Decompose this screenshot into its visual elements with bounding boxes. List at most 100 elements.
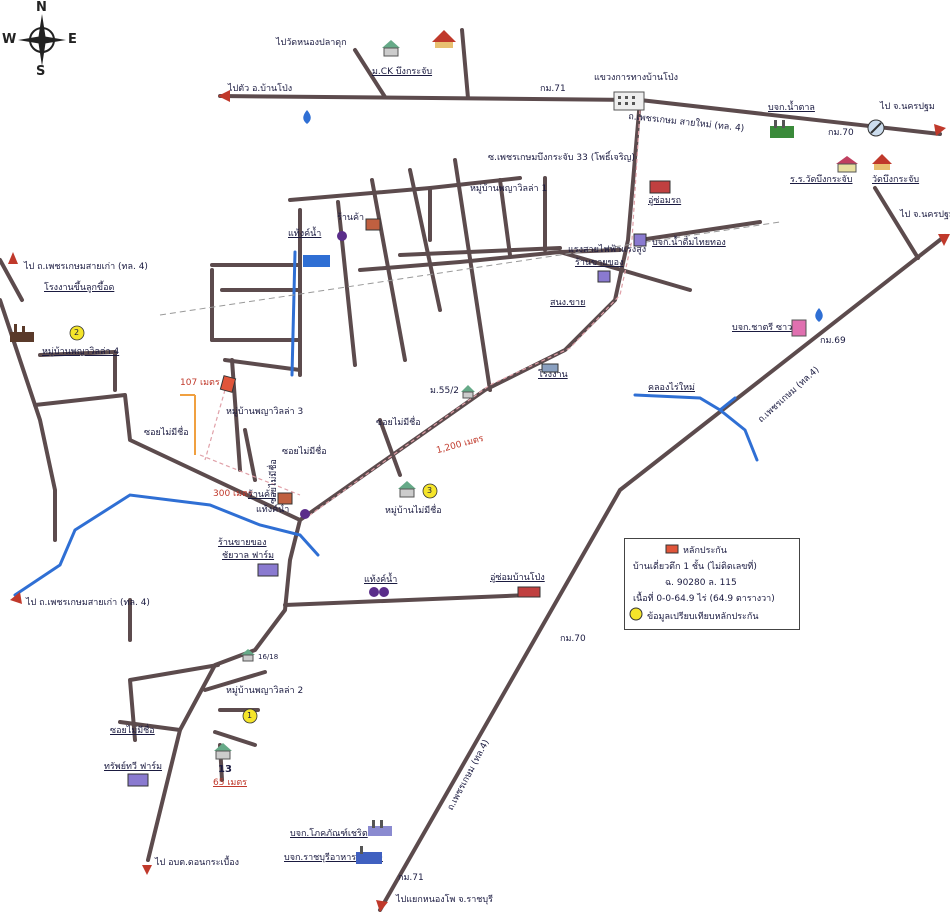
house-icon bbox=[382, 40, 400, 57]
compass-icon bbox=[18, 14, 66, 66]
label-km69: กม.69 bbox=[820, 336, 846, 346]
label-dist107: 107 เมตร bbox=[180, 378, 220, 388]
pond bbox=[303, 255, 330, 267]
farm-icon bbox=[257, 563, 279, 577]
label-factory-mill: โรงงานขึ้นลูกขึ้อด bbox=[44, 283, 115, 293]
label-chao-mall: บจก.ชาตรี ซาวด์ bbox=[732, 323, 799, 333]
temple-icon-2 bbox=[872, 154, 892, 170]
label-village-villa2: หมู่บ้านพญาวิลล่า 2 bbox=[226, 686, 304, 696]
label-water-tank-mid: แท้งค์น้ำ bbox=[256, 505, 290, 515]
subject-property bbox=[219, 375, 237, 393]
highway-diagonal bbox=[378, 234, 947, 912]
label-one-three: 13 bbox=[218, 764, 232, 775]
label-highway-district: แขวงการทางบ้านโป่ง bbox=[594, 73, 678, 83]
label-cpf: บจก.ราชบุรีอาหาร (CPF) bbox=[284, 853, 383, 863]
factory-icon-2 bbox=[10, 324, 34, 342]
label-dist300: 300 เมตร bbox=[213, 489, 253, 499]
house-icon-2 bbox=[461, 385, 475, 399]
label-to-nakhon-2: ไป จ.นครปฐม bbox=[900, 210, 950, 220]
label-ck-village: ม.CK บึงกระจับ bbox=[372, 67, 433, 77]
label-farm-low: ทรัพย์ทวี ฟาร์ม bbox=[104, 762, 163, 772]
label-to-ban-pong: ไปตัว อ.บ้านโป่ง bbox=[228, 84, 293, 94]
label-factory: โรงงาน bbox=[538, 370, 568, 380]
label-cp-food: บจก.โภคภัณฑ์เชริต bbox=[290, 829, 368, 839]
shop-icon-3 bbox=[365, 218, 381, 231]
label-km71: กม.71 bbox=[540, 84, 566, 94]
label-soi4: ซอยไม่มีชื่อ bbox=[282, 447, 327, 457]
factory-icon-5 bbox=[356, 846, 382, 864]
label-school: ร.ร.วัดบึงกระจับ bbox=[790, 175, 853, 185]
road-wat-nong bbox=[460, 28, 470, 100]
farm-icon-2 bbox=[127, 773, 149, 787]
map-legend: หลักประกัน บ้านเดี่ยวตึก 1 ชั้น (ไม่ติดเ… bbox=[624, 538, 800, 630]
label-km70-low: กม.70 bbox=[560, 634, 586, 644]
marker-legend-icon bbox=[629, 607, 643, 621]
label-farm-name: ชัยวาล ฟาร์ม bbox=[222, 551, 275, 561]
logo-icon bbox=[867, 119, 885, 137]
building-icon bbox=[613, 91, 645, 111]
label-village-villa3: หมู่บ้านพญาวิลล่า 3 bbox=[226, 407, 304, 417]
label-to-phetkasem-old: ไป ถ.เพชรเกษมสายเก่า (ทล. 4) bbox=[24, 262, 148, 272]
label-wat: วัดบึงกระจับ bbox=[872, 175, 920, 185]
legend-l2: บ้านเดี่ยวตึก 1 ชั้น (ไม่ติดเลขที่) bbox=[633, 562, 757, 572]
school-icon bbox=[836, 156, 858, 173]
label-grocery-top: บจก.น้ำดื่มไทยทอง bbox=[652, 238, 726, 248]
road-nakhon bbox=[873, 186, 920, 260]
legend-l1: หลักประกัน bbox=[683, 546, 727, 556]
legend-l3: ฉ. 90280 ล. 115 bbox=[665, 578, 737, 588]
factory-icon-3 bbox=[541, 363, 559, 373]
label-garage: อู่ซ่อมรถ bbox=[648, 196, 682, 206]
label-soi-bueng: ซ.เพชรเกษมบึงกระจับ 33 (โพธิ์เจริญ) bbox=[488, 153, 635, 163]
label-shop-mid: ร้านค้า bbox=[248, 490, 276, 500]
label-km71-low: กม.71 bbox=[398, 873, 424, 883]
compass-rose: N S E W bbox=[2, 0, 80, 79]
shop-icon bbox=[633, 233, 647, 247]
label-to-nakhon-pathom: ไป จ.นครปฐม bbox=[880, 102, 935, 112]
house-icon-5 bbox=[214, 743, 232, 760]
road-soi-33 bbox=[298, 98, 642, 522]
label-shop-farm: ร้านขายของ bbox=[218, 538, 267, 548]
label-soi5: ซอยไม่มีชื่อ bbox=[110, 726, 155, 736]
house-icon-4 bbox=[241, 649, 255, 662]
compass-w: W bbox=[2, 32, 17, 47]
label-to-phetkasem-old-2: ไป ถ.เพชรเกษมสายเก่า (ทล. 4) bbox=[26, 598, 150, 608]
truck-icon bbox=[517, 586, 541, 598]
bus-icon bbox=[649, 180, 671, 194]
compass-e: E bbox=[68, 32, 77, 47]
house-icon-3 bbox=[398, 481, 416, 498]
factory-icon-4 bbox=[368, 820, 392, 836]
label-garage-low: อู่ซ่อมบ้านโป่ง bbox=[490, 573, 545, 583]
label-to-ratchaburi: ไปแยกหนองโพ จ.ราชบุรี bbox=[396, 895, 493, 905]
label-water-tank-low: แท้งค์น้ำ bbox=[364, 575, 398, 585]
label-soi1: ซอยไม่มีชื่อ bbox=[144, 428, 189, 438]
tower-icon bbox=[791, 319, 807, 337]
fuel-icon-2 bbox=[815, 308, 823, 322]
fuel-icon bbox=[303, 110, 311, 124]
label-shop-sell: ร้านขายของ bbox=[575, 258, 624, 268]
label-soi2: ซอยไม่มีชื่อ bbox=[376, 418, 421, 428]
factory-icon bbox=[770, 120, 794, 138]
label-dist65: 65 เมตร bbox=[213, 778, 248, 788]
temple-icon bbox=[432, 30, 456, 48]
legend-l4: เนื้อที่ 0-0-64.9 ไร่ (64.9 ตารางวา) bbox=[633, 594, 775, 604]
compass-n: N bbox=[36, 0, 47, 15]
marker-3: 3 bbox=[427, 486, 433, 495]
label-power-line: แรงสายไฟฟ้าแรงสูง bbox=[568, 245, 647, 255]
label-water-tank-top: แท้งค์น้ำ bbox=[288, 229, 322, 239]
label-mitrphol: บจก.น้ำตาล bbox=[768, 103, 815, 113]
subject-legend-icon bbox=[665, 544, 679, 554]
marker-1: 1 bbox=[247, 711, 253, 720]
label-sub-office: สนง.ขาย bbox=[550, 298, 586, 308]
label-to-lob-buri: ไป อบต.ดอนกระเบื้อง bbox=[155, 858, 240, 868]
label-village-noname: หมู่บ้านไม่มีชื่อ bbox=[385, 506, 442, 516]
marker-2: 2 bbox=[74, 328, 80, 337]
label-village-villa1: หมู่บ้านพญาวิลล่า 1 bbox=[470, 184, 548, 194]
legend-l5: ข้อมูลเปรียบเทียบหลักประกัน bbox=[647, 612, 759, 622]
label-m55-2: ม.55/2 bbox=[430, 386, 460, 396]
label-to-wat: ไปวัดหนองปลาดุก bbox=[276, 38, 347, 48]
label-house-1678: 16/18 bbox=[258, 653, 279, 661]
label-canal: คลองไร่ใหม่ bbox=[648, 383, 695, 393]
compass-s: S bbox=[36, 64, 46, 79]
label-village-villa4: หมู่บ้านพญาวิลล่า 4 bbox=[42, 347, 120, 357]
